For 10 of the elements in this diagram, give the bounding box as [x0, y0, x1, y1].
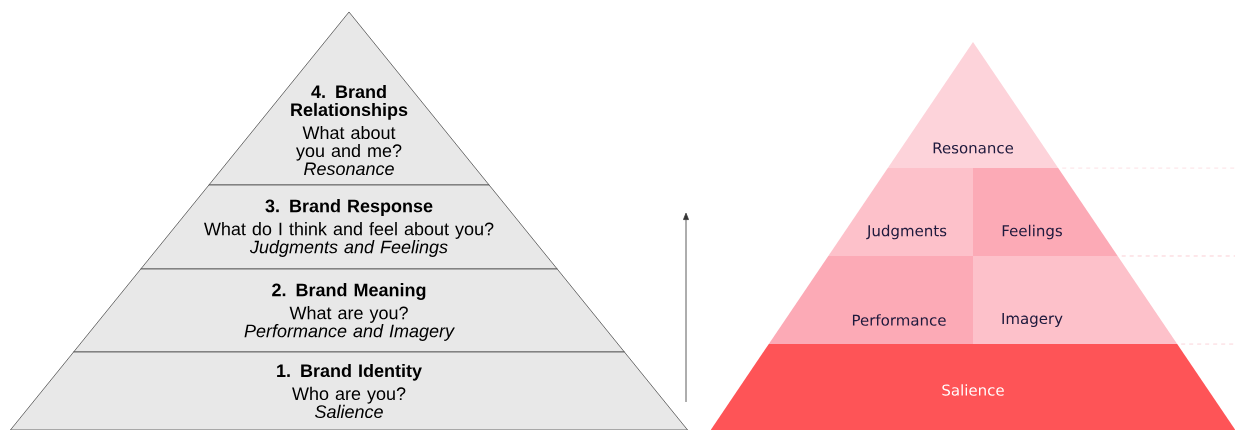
pyramid-segment: Judgments: [828, 168, 973, 256]
pyramid-level: 2. Brand Meaning What are you? Performance and Imagery: [73, 268, 625, 353]
pyramid-level: 3. Brand Response What do I think and feel about you? Judgments and Feelings: [140, 184, 558, 270]
pyramid-segment: Performance: [768, 256, 973, 344]
pyramid-segment: Feelings: [973, 168, 1118, 256]
pyramid-segment: Resonance: [887, 42, 1059, 168]
pyramid-segment: Imagery: [973, 256, 1178, 344]
pyramid-level: 4. Brand Relationships What about you and me? Resonance: [208, 11, 490, 186]
pyramid-level: 1. Brand Identity Who are you? Salience: [10, 351, 688, 430]
pyramid-segment: Salience: [710, 344, 1235, 430]
